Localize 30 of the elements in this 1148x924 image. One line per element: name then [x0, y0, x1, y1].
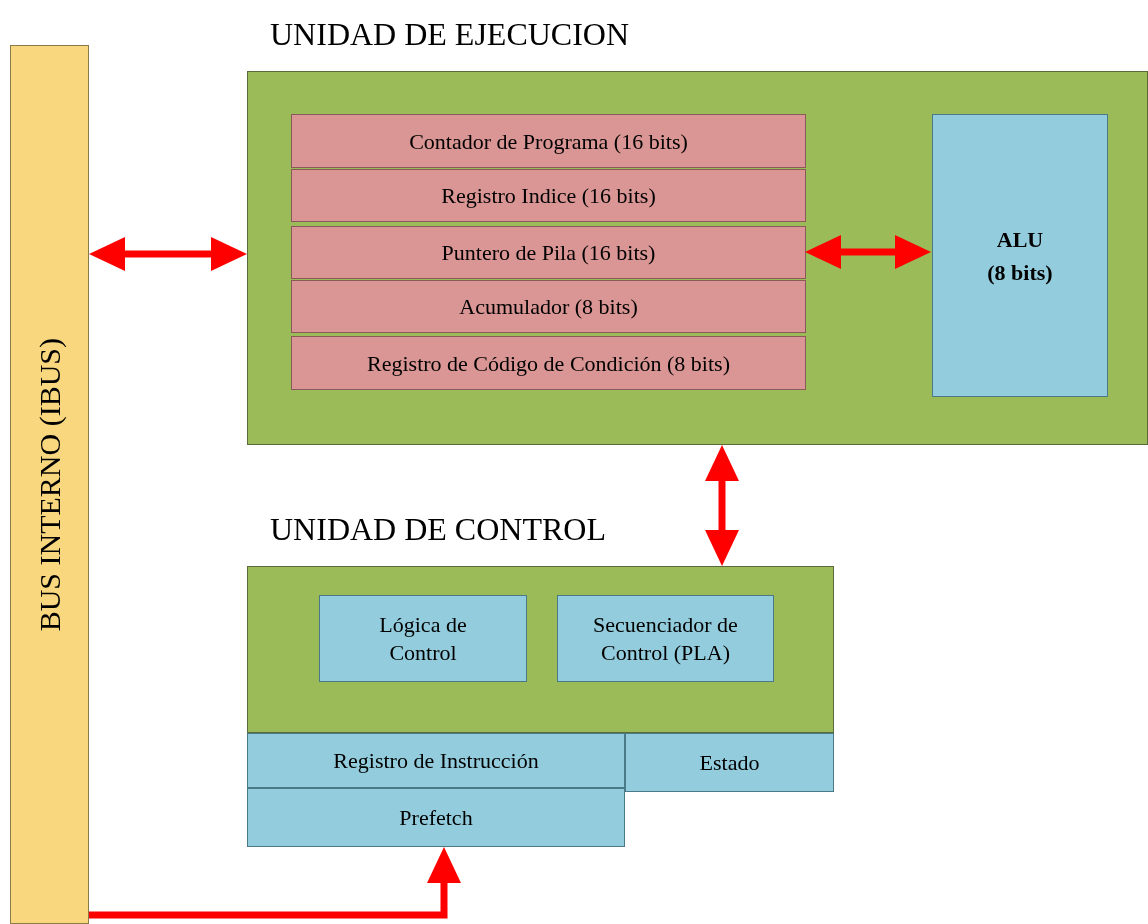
- double-arrow: [805, 235, 931, 269]
- control-block: [557, 595, 774, 682]
- block-label: Acumulador (8 bits): [459, 293, 638, 321]
- bus-label: BUS INTERNO (IBUS): [32, 337, 67, 632]
- control-block: [247, 733, 625, 788]
- double-arrow: [89, 847, 461, 919]
- block-label: Prefetch: [399, 803, 473, 832]
- block-label: Registro de Instrucción: [333, 746, 539, 775]
- section-heading: UNIDAD DE EJECUCION: [270, 15, 630, 54]
- control-block: [319, 595, 527, 682]
- alu-box: [932, 114, 1108, 397]
- register-box: [291, 336, 806, 390]
- bus-bar: [10, 45, 89, 924]
- control-block: [625, 733, 834, 792]
- block-label: Secuenciador de Control (PLA): [592, 610, 739, 667]
- double-arrow: [89, 237, 247, 271]
- register-box: [291, 280, 806, 333]
- block-label: Estado: [699, 748, 760, 777]
- block-label: Puntero de Pila (16 bits): [441, 239, 656, 267]
- register-box: [291, 169, 806, 222]
- block-label: Registro Indice (16 bits): [441, 182, 656, 210]
- block-label: ALU (8 bits): [986, 225, 1054, 287]
- section-heading: UNIDAD DE CONTROL: [270, 510, 606, 549]
- block-label: Lógica de Control: [378, 610, 468, 667]
- double-arrow: [705, 445, 739, 566]
- register-box: [291, 114, 806, 168]
- block-label: Registro de Código de Condición (8 bits): [367, 349, 730, 378]
- block-label: Contador de Programa (16 bits): [409, 127, 688, 156]
- register-box: [291, 226, 806, 279]
- control-block: [247, 788, 625, 847]
